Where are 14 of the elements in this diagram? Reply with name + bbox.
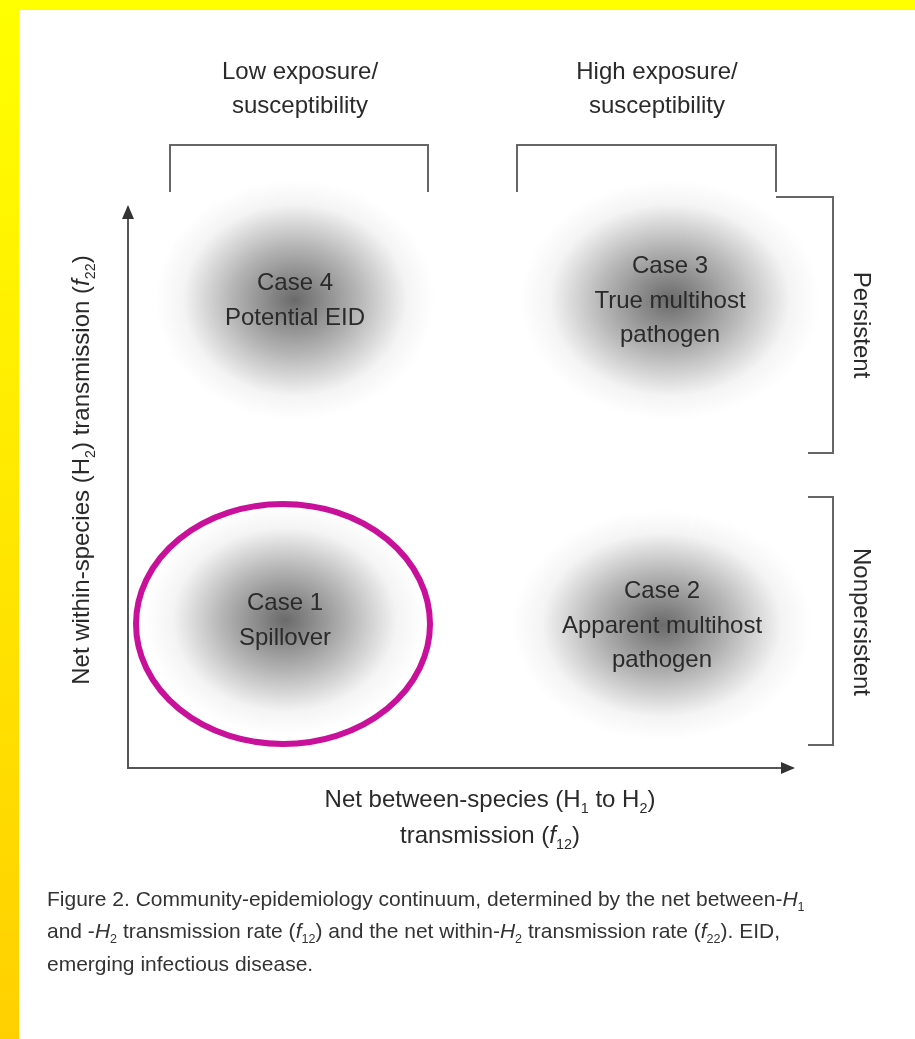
axis-title: Net between-species (H$_{1}$ to H$_{2}$) transmission (f$_{12}$) — [323, 784, 657, 854]
figure-caption: Figure 2. Community-epidemiology continuum, determined by the net between-H$_{1}$ and -H$_{2}$ transmission rate (f$_{12}$) and the net within-H$_{2}$ transmission rate (f$_{22}$). EID, emerging infectious disease. — [47, 886, 806, 977]
column-label: High exposure/ susceptibility — [575, 56, 739, 120]
case-number: Case 1 — [246, 587, 323, 618]
case-number: Case 4 — [256, 267, 333, 298]
case-description: Potential EID — [224, 302, 366, 332]
case-description: Apparent multihost pathogen — [560, 609, 764, 675]
case-description: True multihost pathogen — [593, 284, 747, 350]
row-label: Persistent — [847, 270, 877, 381]
case-number: Case 2 — [623, 574, 700, 605]
row-label: Nonpersistent — [847, 546, 877, 699]
column-label: Low exposure/ susceptibility — [220, 56, 380, 120]
case-number: Case 3 — [631, 249, 708, 280]
case-description: Spillover — [238, 622, 331, 652]
